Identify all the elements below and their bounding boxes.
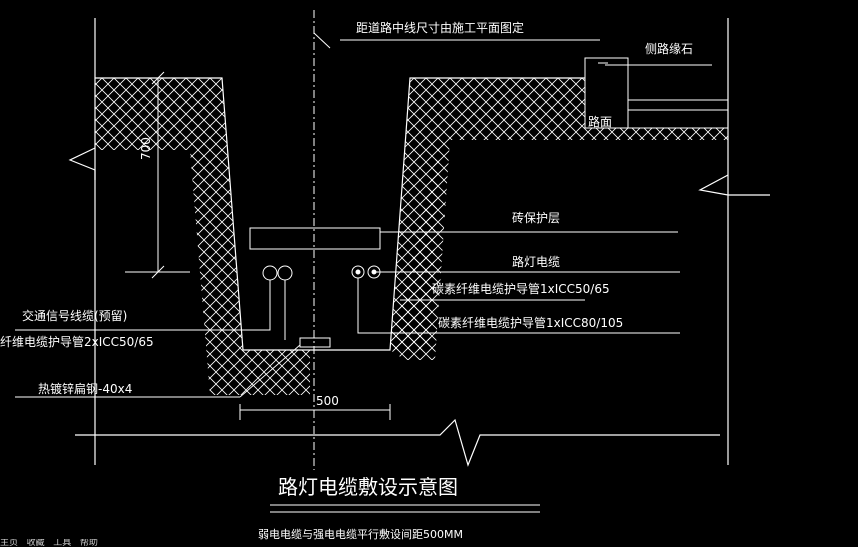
soil-hatching bbox=[95, 78, 728, 395]
taskbar-item-tools[interactable]: 工具 bbox=[53, 539, 72, 547]
brick-layer bbox=[249, 227, 381, 250]
conduits-right bbox=[351, 265, 680, 334]
conduit-left-label: 纤维电缆护导管2xICC50/65 bbox=[0, 334, 154, 349]
width-dimension-label: 500 bbox=[316, 394, 339, 408]
dimension-depth bbox=[125, 71, 190, 279]
drawing-title: 路灯电缆敷设示意图 bbox=[278, 475, 458, 499]
curb-stone bbox=[584, 57, 728, 129]
taskbar: 主页 收藏 工具 帮助 bbox=[0, 539, 300, 547]
taskbar-item-help[interactable]: 帮助 bbox=[79, 539, 98, 547]
grounding-steel bbox=[299, 337, 331, 348]
conduit-right-1-label: 碳素纤维电缆护导管1xICC50/65 bbox=[432, 281, 610, 296]
centerline-note: 距道路中线尺寸由施工平面图定 bbox=[356, 20, 524, 35]
conduit-right-2-label: 碳素纤维电缆护导管1xICC80/105 bbox=[438, 315, 623, 330]
trench-outline bbox=[68, 18, 770, 467]
ground-steel-label: 热镀锌扁钢-40x4 bbox=[38, 382, 132, 396]
pavement-label: 路面 bbox=[588, 114, 612, 129]
callout-leaders bbox=[15, 64, 712, 398]
centerline-note-leader bbox=[313, 32, 600, 49]
street-light-cable-label: 路灯电缆 bbox=[512, 254, 560, 269]
depth-dimension-label: 700 bbox=[139, 137, 153, 160]
traffic-cable-label: 交通信号线缆(预留) bbox=[22, 308, 127, 323]
dimension-width bbox=[239, 404, 391, 420]
taskbar-item-home[interactable]: 主页 bbox=[0, 539, 19, 547]
curb-label: 侧路缘石 bbox=[645, 41, 693, 56]
bottom-note: 弱电电缆与强电电缆平行敷设间距500MM bbox=[258, 527, 463, 541]
brick-layer-label: 砖保护层 bbox=[512, 210, 560, 225]
title-underline bbox=[270, 504, 540, 513]
taskbar-item-favorites[interactable]: 收藏 bbox=[26, 539, 45, 547]
